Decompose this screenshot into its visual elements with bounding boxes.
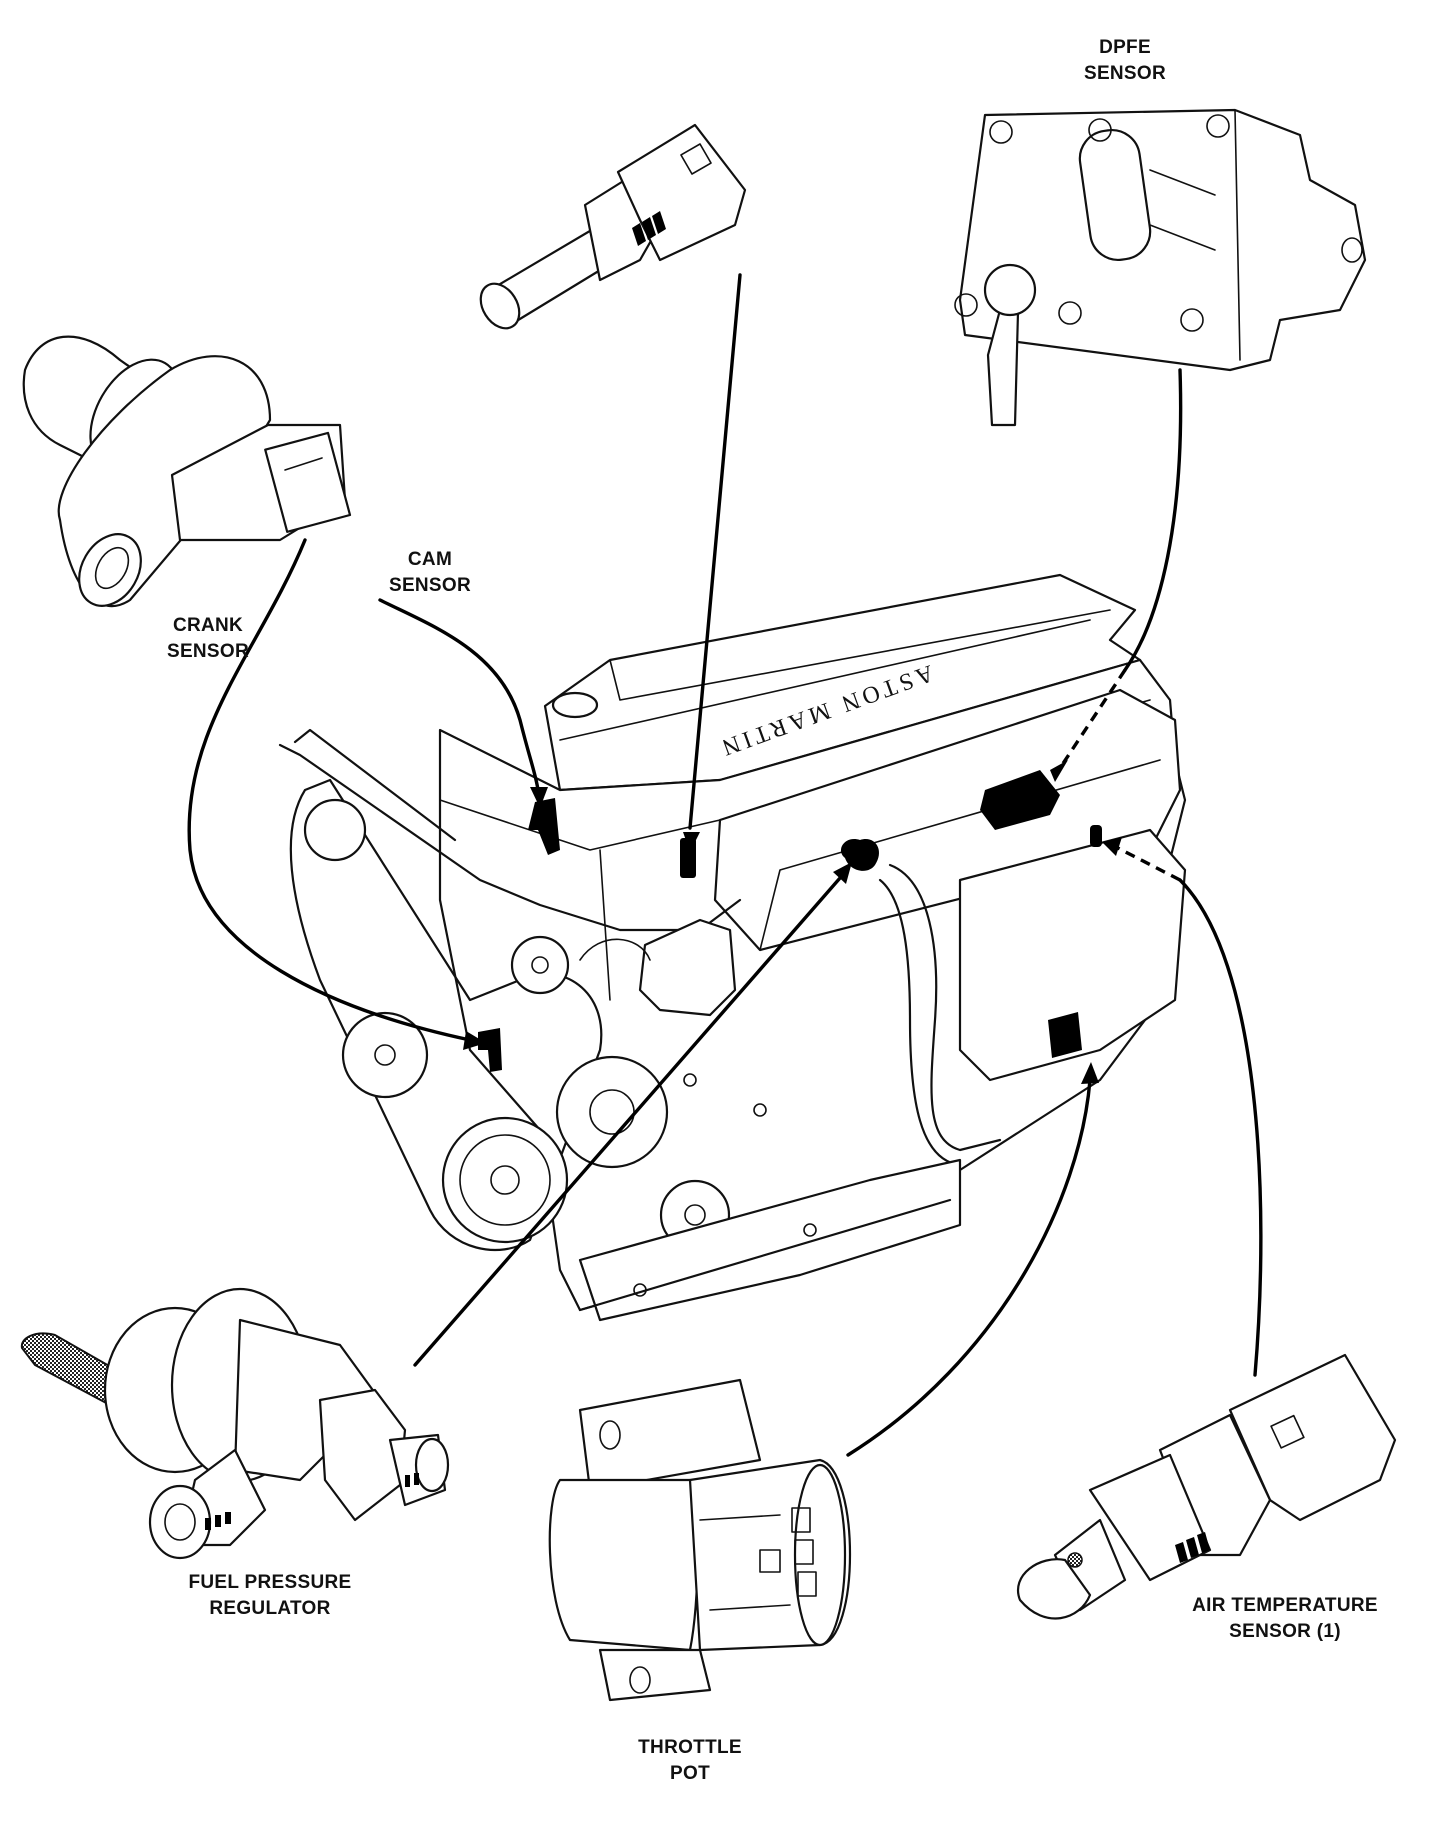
leader-fuel-regulator	[413, 876, 842, 1367]
oil-sump	[578, 1158, 962, 1322]
label-dpfe-line1: DPFE	[1099, 37, 1151, 58]
label-airtemp-line1: AIR TEMPERATURE	[1192, 1595, 1378, 1616]
label-cam-line1: CAM	[407, 549, 453, 570]
intake-plenum	[713, 688, 1182, 952]
coolant-temperature-sensor	[479, 123, 747, 330]
air-box	[958, 828, 1187, 1082]
leader-dpfe	[1123, 368, 1183, 672]
water-pump-pulley	[555, 1055, 669, 1169]
label-air-temperature-sensor: AIR TEMPERATURE SENSOR (1)	[1160, 1593, 1410, 1645]
label-airtemp-line2: SENSOR (1)	[1229, 1621, 1341, 1642]
label-dpfe-line2: SENSOR	[1083, 63, 1167, 84]
leader-cam-sensor	[378, 598, 540, 792]
leader-air-temp	[1178, 878, 1263, 1377]
fuel-pressure-regulator-component	[20, 1287, 450, 1560]
air-temperature-sensor-component	[1017, 1353, 1397, 1620]
dpfe-sensor	[954, 108, 1367, 427]
oil-filler-cap	[551, 691, 599, 719]
crank-pulley	[441, 1116, 569, 1244]
tensioner-pulley	[510, 935, 570, 995]
throttle-pot-component	[548, 1378, 852, 1702]
label-throttle-pot: THROTTLE POT	[615, 1735, 765, 1787]
label-fuel-line1: FUEL PRESSURE	[188, 1572, 352, 1593]
label-crank-line1: CRANK	[172, 615, 244, 636]
alternator-pulley	[303, 798, 367, 862]
dpfe-location	[980, 770, 1060, 830]
air-temp-location	[1090, 825, 1102, 847]
ac-compressor-pulley	[341, 1011, 429, 1099]
cam-sensor-location	[528, 798, 560, 855]
label-throttle-line1: THROTTLE	[638, 1737, 742, 1758]
engine-illustration: ASTON MARTIN	[278, 573, 1187, 1322]
label-cam-line2: SENSOR	[388, 575, 472, 596]
label-dpfe-sensor: DPFE SENSOR	[1055, 35, 1195, 87]
label-throttle-line2: POT	[670, 1763, 710, 1784]
label-fuel-pressure-regulator: FUEL PRESSURE REGULATOR	[150, 1570, 390, 1622]
leader-coolant-sensor	[688, 273, 742, 830]
throttle-pot-location	[1048, 1012, 1082, 1058]
leader-lines	[187, 273, 1263, 1457]
crank-sensor-component	[22, 335, 352, 608]
thermostat-housing	[638, 918, 737, 1017]
label-crank-line2: SENSOR	[166, 641, 250, 662]
vacuum-hose	[888, 863, 1002, 1152]
crank-sensor-location	[478, 1028, 502, 1072]
label-fuel-line2: REGULATOR	[209, 1598, 331, 1619]
leader-crank-sensor	[187, 538, 472, 1042]
label-cam-sensor: CAM SENSOR	[370, 547, 490, 599]
leader-throttle-pot	[846, 1078, 1092, 1457]
label-crank-sensor: CRANK SENSOR	[148, 613, 268, 665]
